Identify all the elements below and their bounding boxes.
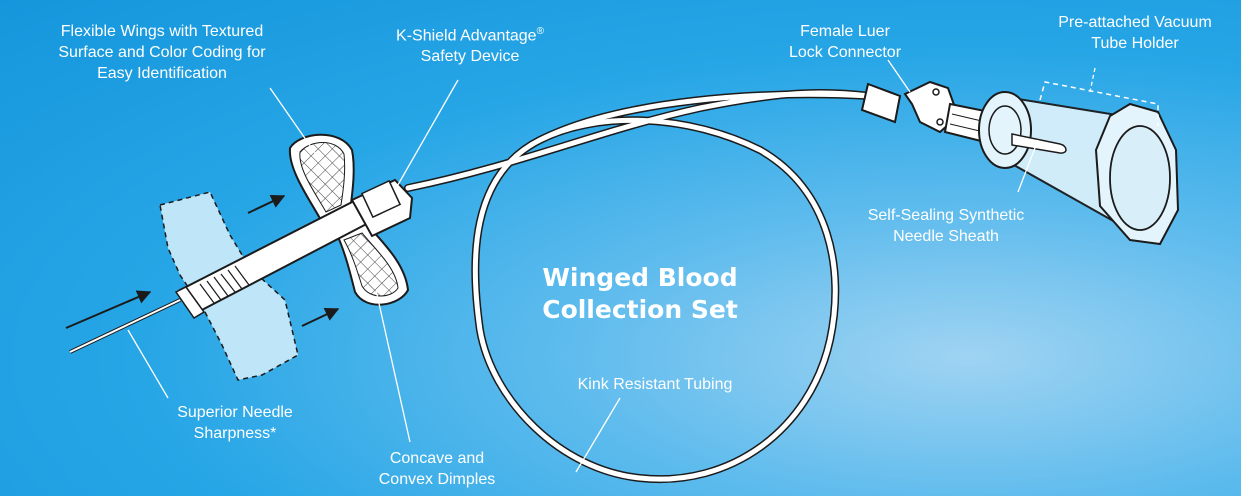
- label-shield-line-1: K-Shield Advantage: [396, 27, 537, 44]
- arrow-needle: [66, 292, 150, 328]
- label-safety-device: K-Shield Advantage® Safety Device: [365, 21, 575, 67]
- leader-needle: [128, 330, 168, 398]
- label-tube-holder: Pre-attached Vacuum Tube Holder: [1030, 12, 1240, 54]
- leader-tube-holder: [1090, 68, 1095, 92]
- title-line-2: Collection Set: [525, 294, 755, 326]
- leader-shield: [395, 80, 458, 190]
- luer-connector: [862, 84, 900, 122]
- label-dimples: Concave and Convex Dimples: [362, 448, 512, 490]
- arrow-wing-bottom: [302, 309, 338, 326]
- label-needle-sharpness: Superior Needle Sharpness*: [155, 402, 315, 444]
- arrow-wing-top: [248, 196, 284, 213]
- label-needle-sheath: Self-Sealing Synthetic Needle Sheath: [836, 205, 1056, 247]
- diagram-title: Winged Blood Collection Set: [525, 262, 755, 326]
- leader-dimples: [376, 290, 410, 442]
- leader-luer: [888, 60, 910, 92]
- label-flexible-wings: Flexible Wings with Textured Surface and…: [22, 21, 302, 84]
- label-kink-resistant-tubing: Kink Resistant Tubing: [555, 374, 755, 395]
- registered-mark: ®: [537, 26, 544, 37]
- label-shield-line-2: Safety Device: [365, 46, 575, 67]
- label-luer-lock: Female Luer Lock Connector: [760, 21, 930, 63]
- leader-tubing: [576, 398, 620, 472]
- title-line-1: Winged Blood: [525, 262, 755, 294]
